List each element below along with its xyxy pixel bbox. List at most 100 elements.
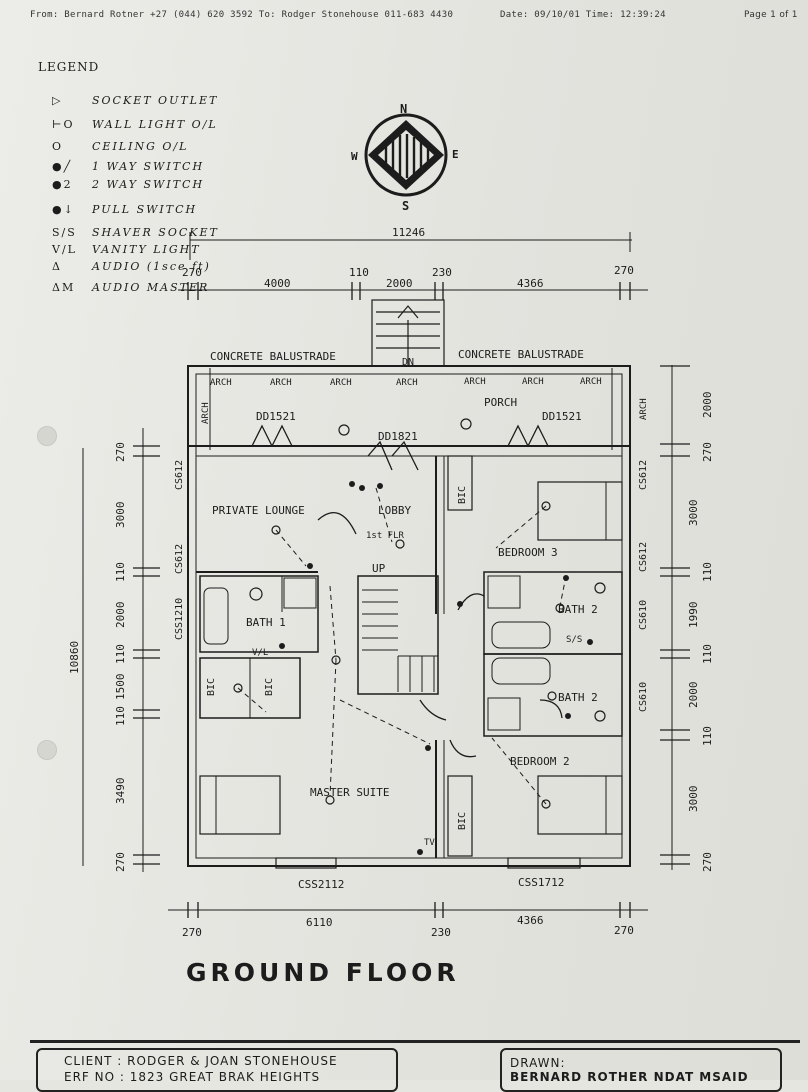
window-cs612: CS612	[174, 460, 185, 490]
two-way-switch-icon: ●2	[52, 178, 73, 191]
shaver-socket-label: S/S	[566, 635, 582, 645]
socket-outlet-icon: ▷	[52, 94, 63, 107]
client-name: CLIENT : RODGER & JOAN STONEHOUSE	[64, 1054, 338, 1068]
dim-left: 2000	[114, 602, 127, 629]
fax-header-date: Date: 09/10/01 Time: 12:39:24	[500, 10, 666, 20]
room-bedroom-2: BEDROOM 2	[510, 755, 570, 768]
door-dd1521-left: DD1521	[256, 410, 296, 423]
window-css1712: CSS1712	[518, 876, 564, 889]
dim-left: 110	[114, 706, 127, 726]
dim-top: 230	[432, 266, 452, 279]
light-fixtures	[233, 418, 606, 809]
compass-icon: N S E W	[351, 102, 459, 213]
dim-right: 1990	[687, 602, 700, 629]
dim-right: 270	[701, 442, 714, 462]
dim-right: 110	[701, 562, 714, 582]
audio-icon: Δ	[52, 260, 62, 273]
room-bedroom-3: BEDROOM 3	[498, 546, 558, 559]
arch-label: ARCH	[330, 378, 352, 388]
room-bath-1: BATH 1	[246, 616, 286, 629]
arch-label: ARCH	[210, 378, 232, 388]
room-master-suite: MASTER SUITE	[310, 786, 389, 799]
tv-point-label: TV	[424, 838, 435, 848]
arch-label: ARCH	[464, 377, 486, 387]
dim-overall-width: 11246	[392, 226, 425, 239]
compass-s: S	[402, 199, 409, 213]
wall-light-icon: ⊢O	[52, 118, 75, 131]
arch-label: ARCH	[270, 378, 292, 388]
dim-bottom: 270	[182, 926, 202, 939]
compass-e: E	[452, 148, 459, 161]
dim-bottom: 6110	[306, 916, 333, 929]
door-swings	[251, 424, 563, 758]
bic-label: BIC	[457, 486, 468, 504]
balustrade-left-label: CONCRETE BALUSTRADE	[210, 350, 336, 363]
dim-left: 270	[114, 852, 127, 872]
one-way-switch-icon: ●╱	[52, 160, 73, 173]
drawn-by: BERNARD ROTHER NDAT MSAID	[510, 1070, 749, 1084]
first-floor-label: 1st FLR	[366, 531, 405, 541]
dim-top: 4366	[517, 277, 544, 290]
vanity-light-icon: V/L	[52, 243, 77, 256]
bic-label: BIC	[264, 678, 275, 696]
bic-label: BIC	[457, 812, 468, 830]
room-bath-2b: BATH 2	[558, 691, 598, 704]
bic-label: BIC	[206, 678, 217, 696]
dim-left: 3000	[114, 502, 127, 529]
ceiling-light-icon: O	[52, 140, 64, 153]
dim-left: 110	[114, 644, 127, 664]
window-cs612: CS612	[638, 542, 649, 572]
window-cs610: CS610	[638, 600, 649, 630]
dim-left: 3490	[114, 778, 127, 805]
stair-dn-label: DN	[402, 357, 414, 368]
dim-right: 110	[701, 726, 714, 746]
dim-top: 2000	[386, 277, 413, 290]
room-lobby: LOBBY	[378, 504, 411, 517]
floor-title: GROUND FLOOR	[186, 958, 460, 987]
balustrade-right-label: CONCRETE BALUSTRADE	[458, 348, 584, 361]
dim-right: 2000	[687, 682, 700, 709]
legend-item: ▷SOCKET OUTLET	[52, 94, 219, 107]
walls	[187, 365, 631, 869]
arch-label: ARCH	[396, 378, 418, 388]
arch-label: ARCH	[522, 377, 544, 387]
dim-top: 4000	[264, 277, 291, 290]
switch-icons	[279, 481, 593, 855]
room-private-lounge: PRIVATE LOUNGE	[212, 504, 305, 517]
door-dd1521-right: DD1521	[542, 410, 582, 423]
room-bath-2a: BATH 2	[558, 603, 598, 616]
dim-left: 1500	[114, 674, 127, 701]
vanity-light-label: V/L	[252, 648, 268, 658]
arch-label: ARCH	[201, 402, 211, 424]
circuit-lines	[237, 487, 567, 805]
dim-top: 270	[614, 264, 634, 277]
pull-switch-icon: ●↓	[52, 203, 75, 216]
window-cs610: CS610	[638, 682, 649, 712]
drawn-label: DRAWN:	[510, 1056, 566, 1070]
legend-item: ●╱1 WAY SWITCH	[52, 160, 205, 173]
dim-bottom: 270	[614, 924, 634, 937]
title-block-drawn: DRAWN: BERNARD ROTHER NDAT MSAID	[500, 1048, 782, 1092]
dim-bottom: 4366	[517, 914, 544, 927]
compass-n: N	[400, 102, 407, 116]
dim-right: 2000	[701, 392, 714, 419]
window-css2112: CSS2112	[298, 878, 344, 891]
dim-top: 110	[349, 266, 369, 279]
dim-left: 110	[114, 562, 127, 582]
arch-label: ARCH	[580, 377, 602, 387]
window-cs612: CS612	[174, 544, 185, 574]
window-css1210: CSS1210	[174, 598, 185, 640]
porch-label: PORCH	[484, 396, 517, 409]
fax-header-from: From: Bernard Rotner +27 (044) 620 3592 …	[30, 10, 454, 20]
audio-master-icon: ΔM	[52, 281, 76, 294]
title-block-client: CLIENT : RODGER & JOAN STONEHOUSE ERF NO…	[36, 1048, 398, 1092]
